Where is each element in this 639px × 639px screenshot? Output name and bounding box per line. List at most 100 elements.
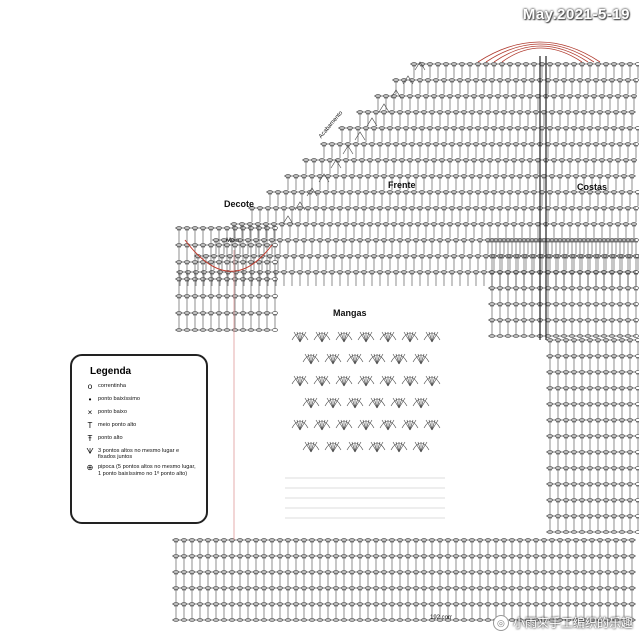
chain-stitch — [511, 222, 517, 226]
chain-stitch — [197, 538, 203, 542]
chain-stitch — [485, 586, 491, 590]
chain-stitch — [635, 482, 639, 486]
chain-stitch — [184, 243, 190, 247]
chain-stitch — [625, 318, 631, 322]
chain-stitch — [301, 238, 307, 242]
chain-stitch — [297, 270, 303, 274]
chain-stitch — [211, 254, 217, 258]
chain-stitch — [619, 514, 625, 518]
fan-spoke — [395, 397, 400, 409]
chain-stitch — [301, 538, 307, 542]
chain-stitch — [561, 286, 567, 290]
chain-stitch — [263, 222, 269, 226]
chain-stitch — [221, 602, 227, 606]
fan-spoke — [299, 331, 307, 343]
chain-stitch — [421, 110, 427, 114]
chain-stitch — [309, 602, 315, 606]
chain-stitch — [255, 222, 261, 226]
chain-stitch — [619, 418, 625, 422]
chain-stitch — [603, 370, 609, 374]
chain-stitch — [505, 206, 511, 210]
chain-stitch — [549, 602, 555, 606]
chain-stitch — [429, 174, 435, 178]
chain-stitch — [615, 222, 621, 226]
chain-stitch — [229, 618, 235, 622]
chain-stitch — [216, 294, 222, 298]
chain-stitch — [627, 126, 633, 130]
chain-stitch — [579, 450, 585, 454]
chain-stitch — [237, 618, 243, 622]
chain-stitch — [393, 270, 399, 274]
chain-stitch — [237, 538, 243, 542]
chain-stitch — [461, 538, 467, 542]
chain-stitch — [441, 206, 447, 210]
chain-stitch — [325, 554, 331, 558]
chain-stitch — [277, 554, 283, 558]
legend-item: • ponto baixíssimo — [82, 396, 198, 405]
chain-stitch — [353, 206, 359, 210]
chain-stitch — [605, 174, 611, 178]
chain-stitch — [317, 586, 323, 590]
chain-stitch — [373, 586, 379, 590]
chain-stitch — [365, 538, 371, 542]
chain-stitch — [501, 586, 507, 590]
chain-stitch — [327, 158, 333, 162]
chain-stitch — [264, 243, 270, 247]
chain-stitch — [385, 142, 391, 146]
chain-stitch — [563, 530, 569, 534]
chain-stitch — [417, 142, 423, 146]
chain-stitch — [200, 328, 206, 332]
fan-spoke — [310, 397, 315, 409]
chain-stitch — [397, 586, 403, 590]
chain-stitch — [577, 318, 583, 322]
chain-stitch — [208, 260, 214, 264]
edge-fan — [378, 103, 390, 113]
chain-stitch — [609, 302, 615, 306]
chain-stitch — [309, 586, 315, 590]
chain-stitch — [521, 302, 527, 306]
chain-stitch — [341, 586, 347, 590]
chain-stitch — [445, 586, 451, 590]
chain-stitch — [232, 311, 238, 315]
fan-spoke — [340, 331, 345, 343]
chain-stitch — [593, 142, 599, 146]
chain-stitch — [405, 238, 411, 242]
chain-stitch — [389, 538, 395, 542]
chain-stitch — [619, 482, 625, 486]
edge-fan — [342, 145, 354, 155]
chain-stitch — [621, 110, 627, 114]
chain-stitch — [389, 174, 395, 178]
chain-stitch — [581, 570, 587, 574]
chain-stitch — [451, 190, 457, 194]
chain-stitch — [451, 254, 457, 258]
chain-stitch — [587, 126, 593, 130]
chain-stitch — [389, 570, 395, 574]
chain-stitch — [313, 206, 319, 210]
fan-spoke — [428, 375, 433, 387]
chain-stitch — [371, 126, 377, 130]
edge-fan — [318, 173, 330, 183]
chain-stitch — [593, 318, 599, 322]
fan-spoke — [340, 419, 345, 431]
chain-stitch — [393, 206, 399, 210]
chain-stitch — [197, 554, 203, 558]
chain-stitch — [279, 222, 285, 226]
chain-stitch — [363, 126, 369, 130]
chain-stitch — [585, 286, 591, 290]
chain-stitch — [585, 238, 591, 242]
chain-stitch — [333, 554, 339, 558]
chain-stitch — [433, 270, 439, 274]
chain-stitch — [291, 190, 297, 194]
chain-stitch — [429, 538, 435, 542]
chain-stitch — [593, 238, 599, 242]
chain-stitch — [285, 174, 291, 178]
chain-stitch — [181, 538, 187, 542]
chain-stitch — [321, 270, 327, 274]
chain-stitch — [305, 270, 311, 274]
chain-stitch — [232, 328, 238, 332]
chain-stitch — [285, 554, 291, 558]
fan-spoke — [403, 419, 411, 431]
fan-spoke — [343, 375, 351, 387]
label-meio: Meio — [226, 238, 240, 244]
fan-spoke — [329, 441, 334, 453]
